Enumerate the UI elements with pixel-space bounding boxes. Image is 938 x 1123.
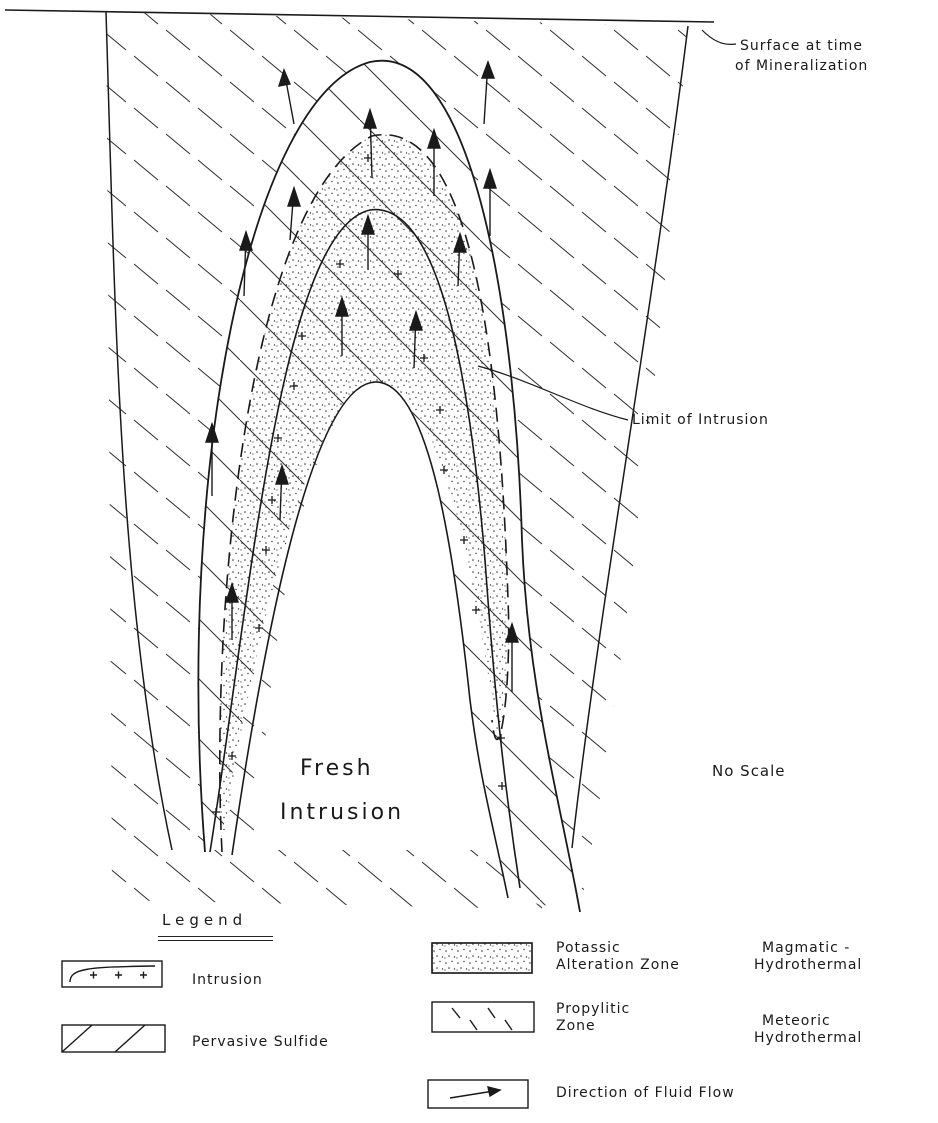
surface-label-line2: of Mineralization — [735, 58, 868, 74]
intrusion-core-label: Intrusion — [280, 800, 404, 825]
legend-intrusion-label: Intrusion — [192, 972, 263, 988]
legend-fluid-flow-label: Direction of Fluid Flow — [556, 1085, 735, 1101]
legend-potassic-label-line2: Alteration Zone — [556, 957, 680, 973]
legend-sulfide-label: Pervasive Sulfide — [192, 1034, 329, 1050]
legend-propylitic-label: Propylitic — [556, 1001, 630, 1017]
fresh-label: Fresh — [300, 756, 374, 781]
propylitic-zone-symbol — [432, 1002, 534, 1032]
pervasive-sulfide-symbol — [62, 1025, 165, 1052]
legend-title-underline — [158, 936, 273, 937]
legend-title-underline-2 — [158, 940, 273, 941]
legend-potassic-origin-line2: Hydrothermal — [754, 957, 862, 973]
surface-leader-line — [702, 30, 736, 44]
fluid-flow-symbol — [428, 1080, 528, 1108]
no-scale-label: No Scale — [712, 763, 786, 780]
intrusion-symbol — [62, 961, 162, 987]
legend-potassic-origin: Magmatic - — [762, 940, 850, 956]
legend-propylitic-origin: Meteoric — [762, 1013, 831, 1029]
legend-title: Legend — [162, 912, 247, 929]
limit-of-intrusion-label: Limit of Intrusion — [632, 412, 769, 428]
surface-label: Surface at time — [740, 38, 863, 54]
legend-propylitic-origin-line2: Hydrothermal — [754, 1030, 862, 1046]
legend-potassic-label: Potassic — [556, 940, 621, 956]
legend-symbols — [62, 943, 534, 1108]
legend-propylitic-label-line2: Zone — [556, 1018, 596, 1034]
potassic-zone-symbol — [432, 943, 532, 973]
